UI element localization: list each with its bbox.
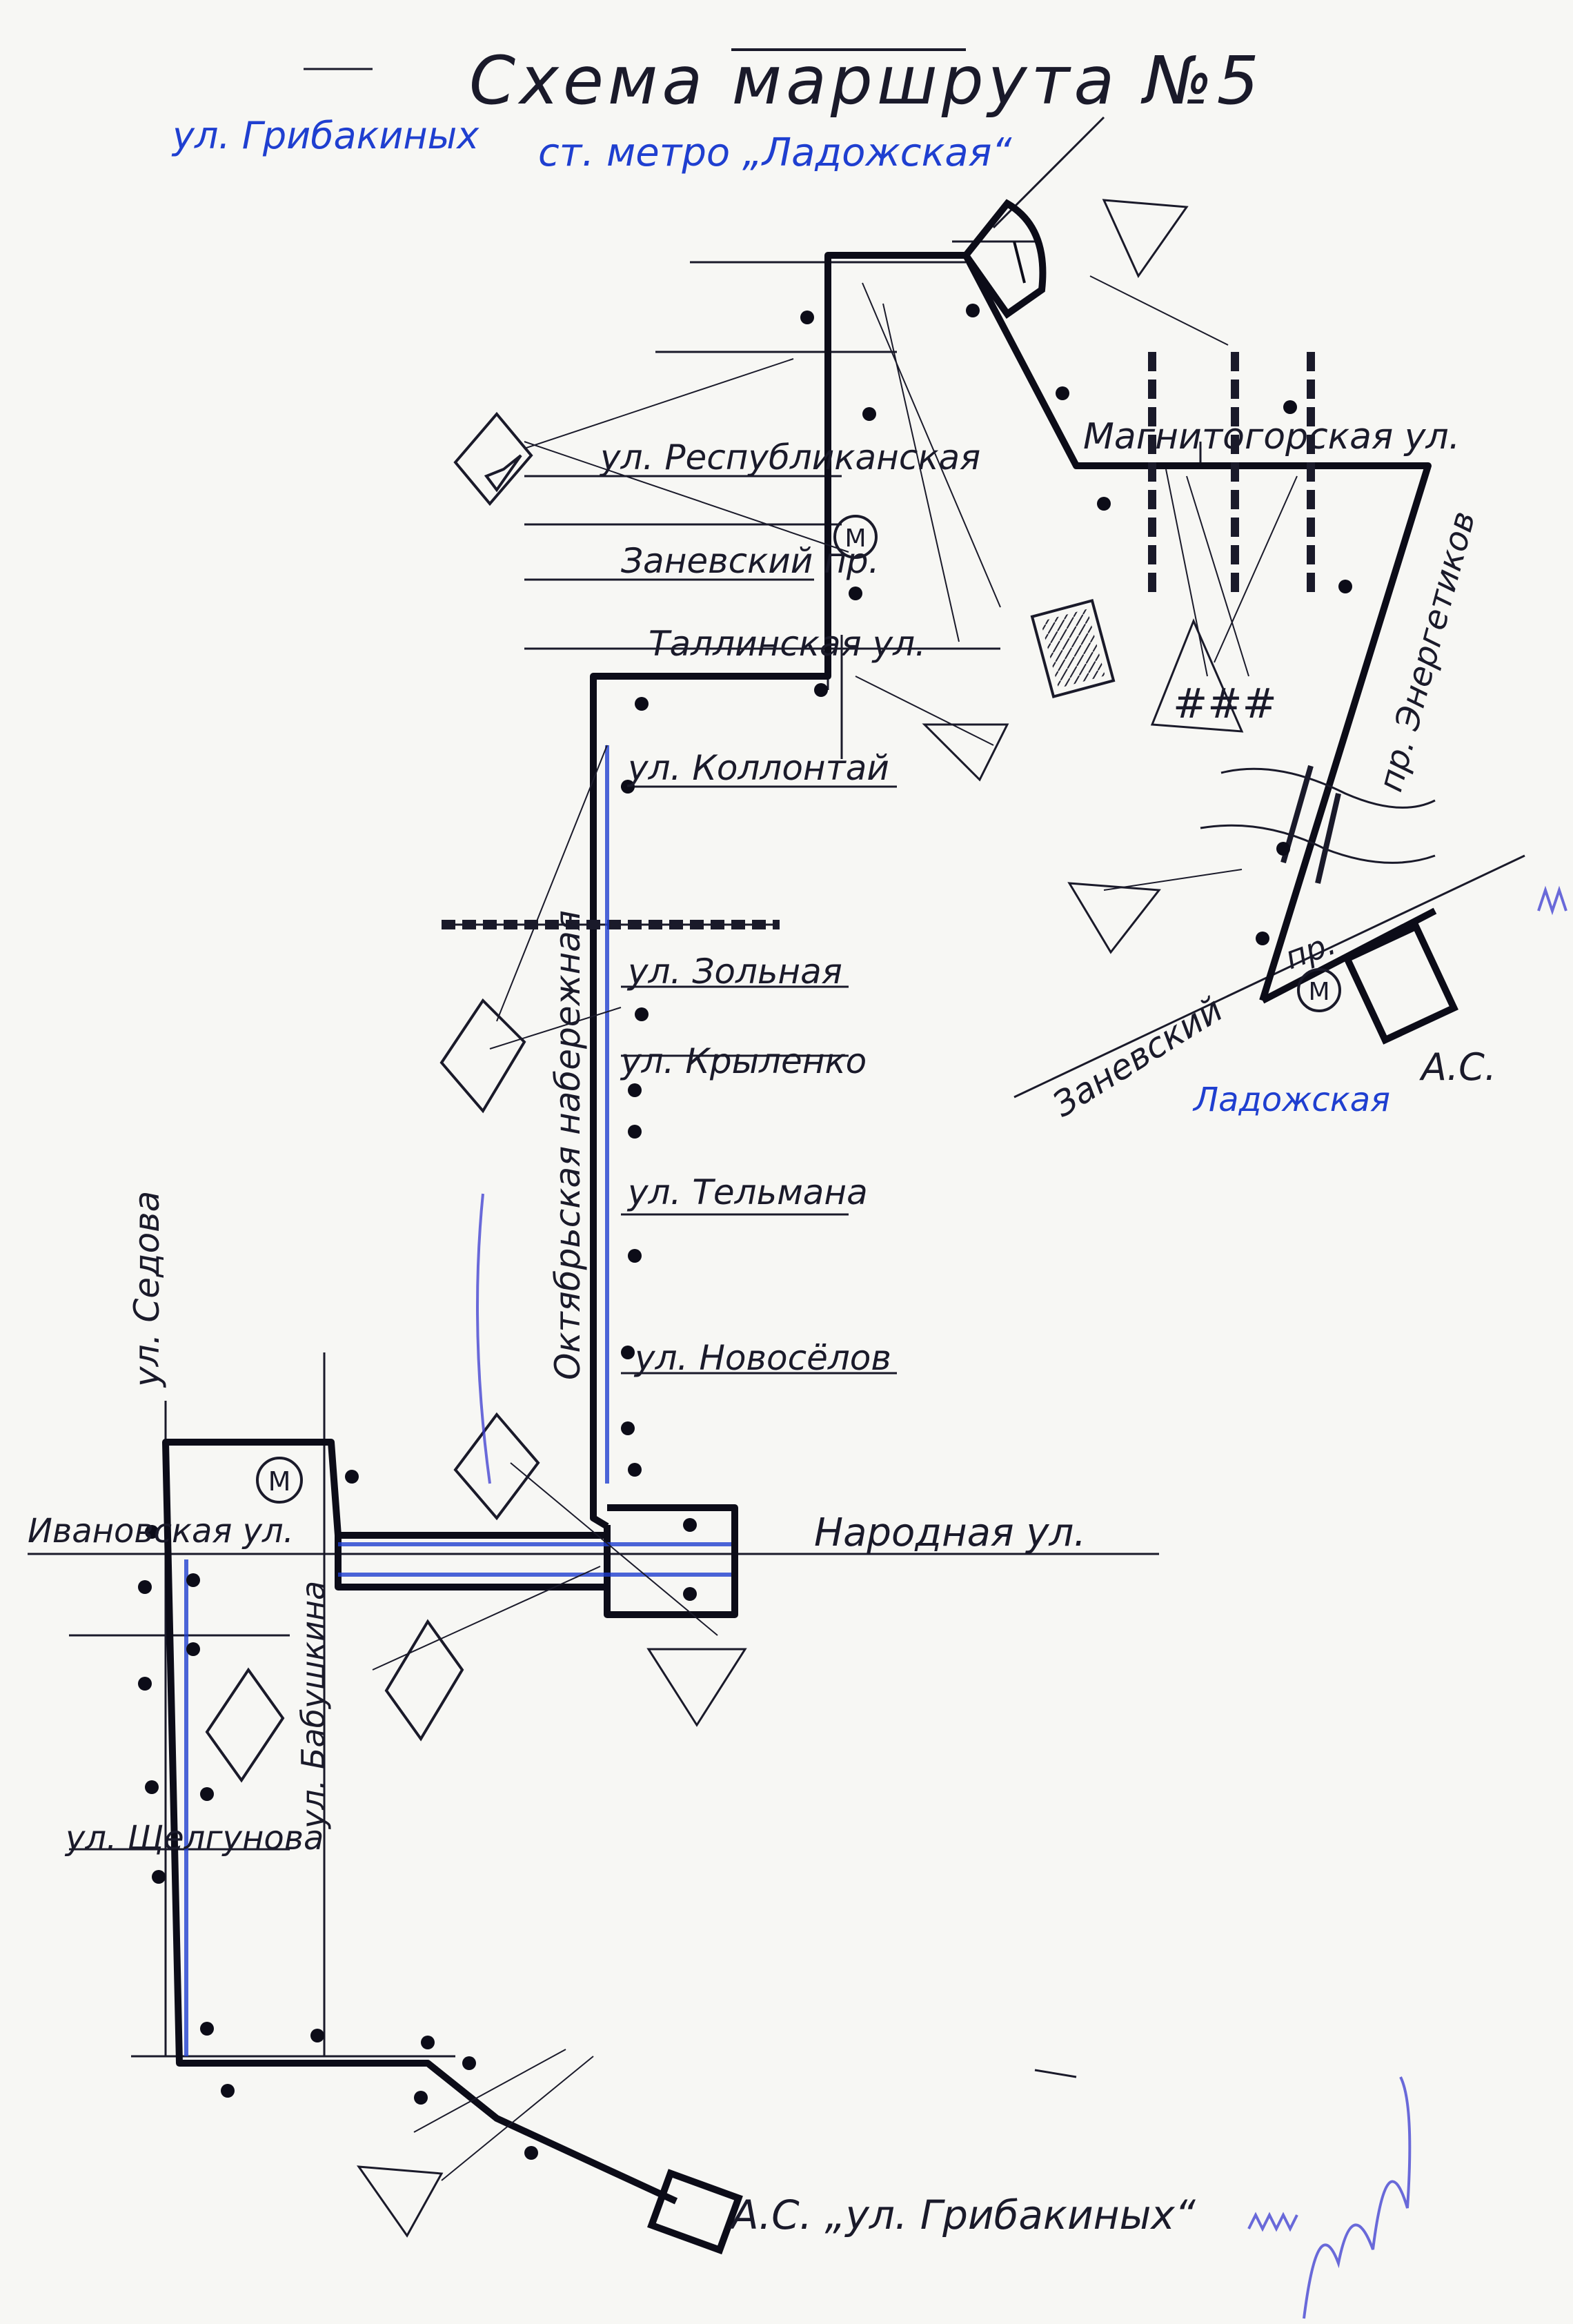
label-kollontai: ул. Коллонтай: [626, 748, 889, 788]
subtitle-right: ст. метро „Ладожская“: [538, 130, 1012, 175]
crossing-sign-icon: [205, 411, 1116, 1783]
label-as-gribakinykh: А.С. „ул. Грибакиных“: [729, 2192, 1196, 2238]
label-sedova: ул. Седова: [127, 1191, 167, 1388]
label-novoselov: ул. Новосёлов: [633, 1338, 891, 1378]
bus-stop-icon: [138, 304, 1352, 2160]
label-metro-ladozhskaya: Ладожская: [1192, 1081, 1390, 1119]
label-ivanovskaya: Ивановская ул.: [28, 1512, 294, 1550]
label-respublikanskaya: ул. Республиканская: [599, 437, 980, 477]
map-title: Схема маршрута №5: [469, 42, 1263, 119]
svg-text:М: М: [844, 524, 866, 553]
metro-icon: М: [1297, 968, 1341, 1012]
label-magnitogorskaya: Магнитогорская ул.: [1083, 416, 1460, 457]
label-energetikov: пр. Энергетиков: [1371, 507, 1483, 796]
subtitle-left: ул. Грибакиных: [171, 114, 479, 157]
railway-icon: [442, 352, 1315, 929]
svg-text:М: М: [268, 1466, 291, 1497]
ladozhskaya-terminal: [961, 199, 1047, 319]
label-krylenko: ул. Крыленко: [620, 1041, 867, 1081]
bus-station-gribakinykh: [647, 2169, 743, 2255]
metro-icon: М: [256, 1457, 303, 1504]
terminal-tick: [1013, 241, 1026, 284]
label-shchelgunova: ул. Щелгунова: [64, 1819, 324, 1858]
hatched-block: [1040, 609, 1105, 689]
label-telmana: ул. Тельмана: [626, 1172, 868, 1212]
label-oktyabrskaya: Октябрьская набережная: [548, 910, 588, 1380]
label-zanevsky-pr: Заневский пр.: [621, 541, 880, 581]
label-pr-short: пр.: [1280, 924, 1340, 976]
route-path: [162, 252, 1437, 2205]
metro-icon: М: [833, 515, 878, 559]
label-as-ladozhskaya: А.С.: [1419, 1045, 1496, 1089]
label-narodnaya: Народная ул.: [814, 1510, 1086, 1555]
label-zolnaya: ул. Зольная: [626, 952, 842, 992]
label-babushkina: ул. Бабушкина: [295, 1581, 332, 1830]
svg-text:М: М: [1308, 978, 1329, 1006]
triangle-mark: ###: [1173, 680, 1277, 728]
blue-route-marks: [184, 745, 731, 2056]
label-tallinskaya: Таллинская ул.: [649, 624, 926, 664]
sign-pointer-lines: [372, 275, 1298, 2181]
signature-scribble: [476, 885, 1567, 2319]
traffic-sign-icon: [356, 199, 1244, 2238]
bus-station-ladozhskaya: [1343, 922, 1458, 1045]
